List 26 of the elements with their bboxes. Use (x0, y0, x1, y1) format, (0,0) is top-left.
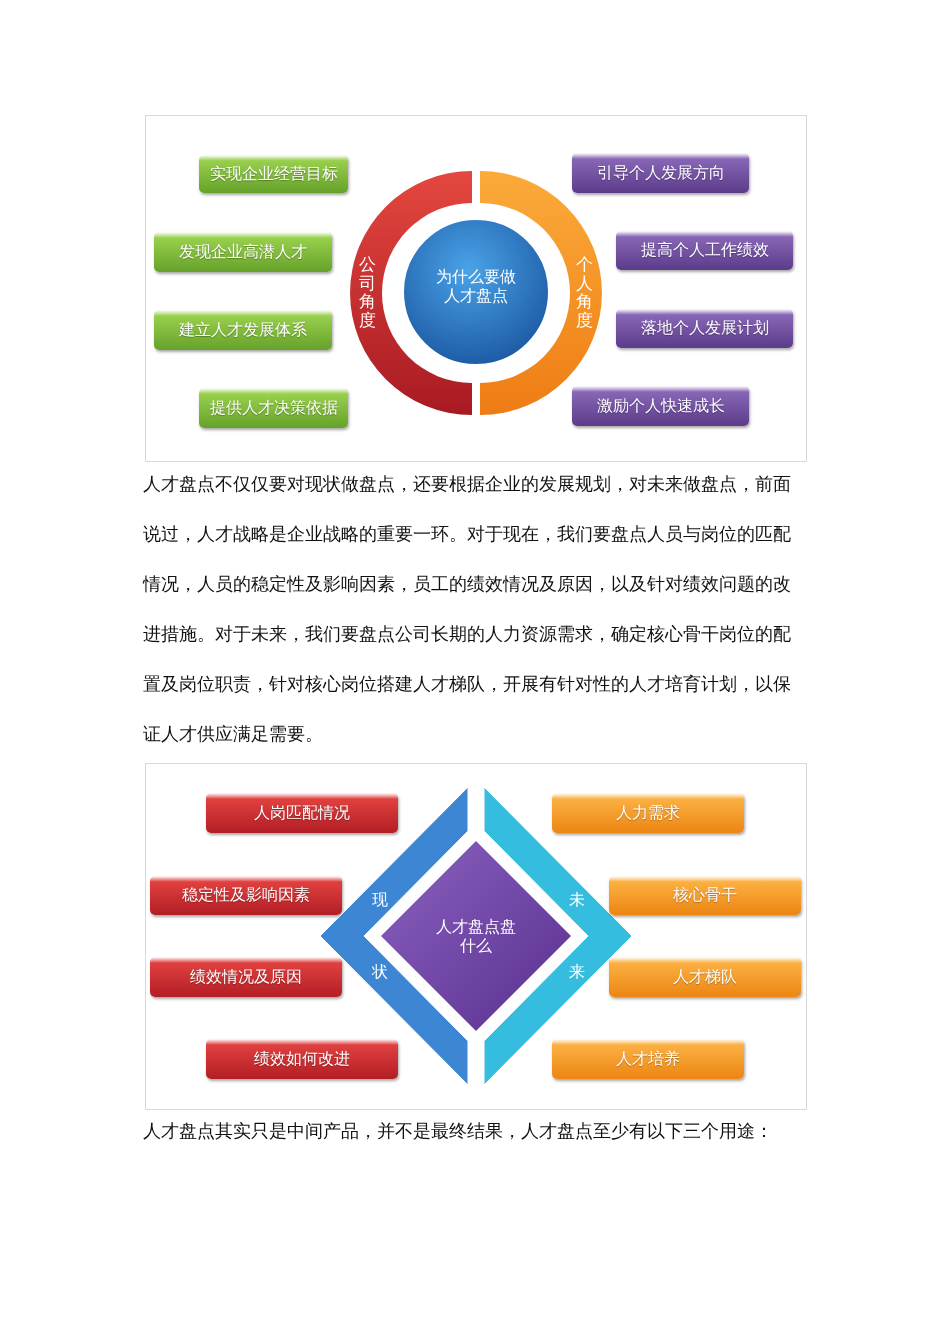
label-box: 引导个人发展方向 (572, 153, 749, 193)
label-box: 实现企业经营目标 (199, 155, 348, 193)
label-box: 提高个人工作绩效 (616, 231, 793, 270)
band-label: 状 (371, 962, 389, 982)
label-box: 人力需求 (552, 793, 744, 833)
band-label: 现 (371, 890, 389, 910)
band-label: 来 (568, 962, 586, 982)
label-box: 人才梯队 (609, 957, 801, 997)
label-box: 发现企业高潜人才 (154, 232, 332, 272)
label-box: 激励个人快速成长 (572, 386, 749, 426)
ring-label: 公司角度 (359, 255, 376, 330)
center-label: 为什么要做人才盘点 (436, 267, 516, 306)
label-box: 提供人才决策依据 (199, 388, 348, 428)
label-box: 建立人才发展体系 (154, 310, 332, 350)
label-box: 人岗匹配情况 (206, 793, 398, 833)
label-box: 稳定性及影响因素 (150, 876, 342, 915)
label-box: 落地个人发展计划 (616, 309, 793, 348)
ring-label: 个人角度 (576, 255, 593, 330)
label-box: 核心骨干 (609, 876, 801, 915)
center-label: 人才盘点盘什么 (436, 917, 516, 956)
label-box: 人才培养 (552, 1039, 744, 1079)
label-box: 绩效如何改进 (206, 1039, 398, 1079)
label-box: 绩效情况及原因 (150, 957, 342, 997)
band-label: 未 (568, 890, 586, 910)
body-paragraph: 人才盘点不仅仅要对现状做盘点，还要根据企业的发展规划，对未来做盘点，前面说过，人才战略是企业战略的重要一环。对于现在，我们要盘点人员与岗位的匹配情况，人员的稳定性及影响因素，员工的绩效情况及原因，以及针对绩效问题的改进措施。对于未来，我们要盘点公司长期的人力资源需求，确定核心骨干岗位的配置及岗位职责，针对核心岗位搭建人才梯队，开展有针对性的人才培育计划，以保证人才供应满足需要。 (143, 472, 792, 746)
body-paragraph: 人才盘点其实只是中间产品，并不是最终结果，人才盘点至少有以下三个用途： (143, 1119, 774, 1143)
